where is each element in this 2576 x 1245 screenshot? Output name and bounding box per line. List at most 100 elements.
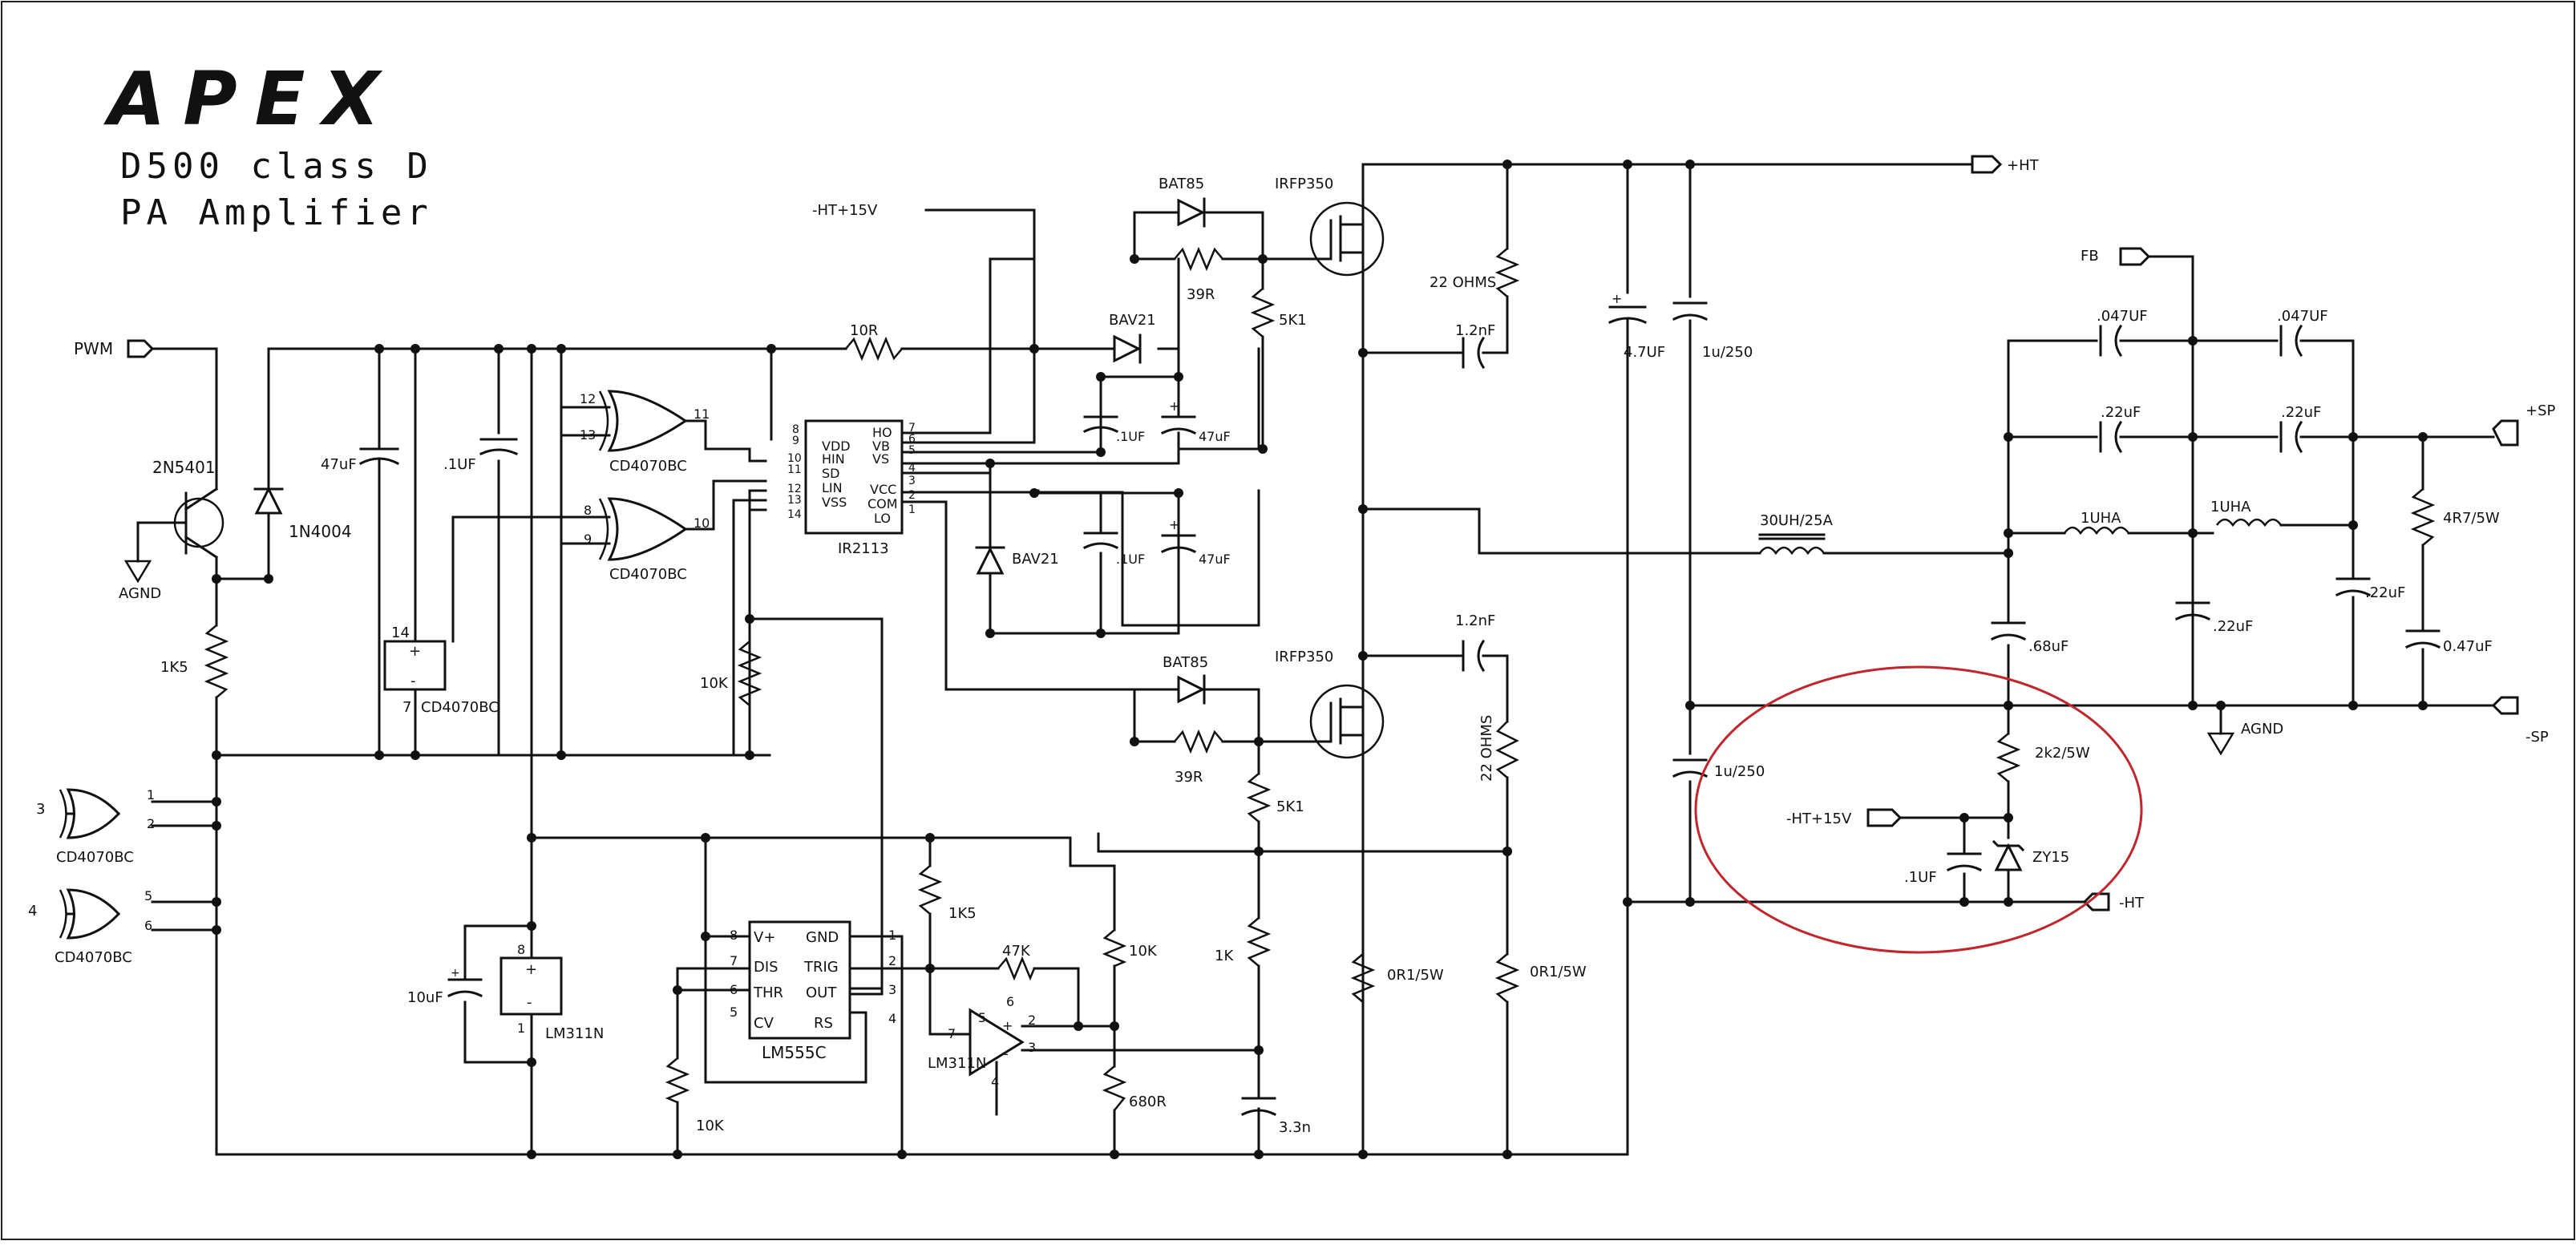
label-047-b: .047UF — [2277, 308, 2328, 325]
label-22-b: .22uF — [2281, 404, 2321, 421]
svg-text:VB: VB — [872, 439, 890, 454]
svg-text:1: 1 — [888, 928, 896, 943]
label-cd-pwr-7: 7 — [402, 699, 411, 716]
svg-text:+: + — [1002, 1018, 1013, 1033]
svg-text:1: 1 — [517, 1021, 525, 1036]
svg-text:-: - — [410, 673, 416, 689]
label-1uf-c: .1UF — [1116, 552, 1145, 567]
label-1uha-b: 1UHA — [2210, 499, 2251, 515]
label-0r1-b: 0R1/5W — [1530, 964, 1587, 980]
svg-text:+: + — [525, 961, 537, 978]
components: + - + + — [59, 155, 2519, 1124]
svg-text:10: 10 — [694, 515, 710, 531]
svg-text:+: + — [451, 967, 460, 980]
svg-text:SD: SD — [822, 466, 839, 481]
svg-text:4: 4 — [908, 462, 916, 475]
label-680r: 680R — [1129, 1093, 1167, 1110]
svg-text:HIN: HIN — [822, 451, 845, 467]
svg-text:6: 6 — [908, 433, 916, 446]
svg-text:+: + — [1169, 517, 1179, 532]
label-1n4004: 1N4004 — [289, 522, 352, 541]
svg-text:COM: COM — [867, 496, 898, 511]
title-line-2: PA Amplifier — [120, 192, 433, 233]
svg-text:VCC: VCC — [870, 482, 896, 497]
svg-text:CV: CV — [754, 1015, 774, 1032]
svg-text:5: 5 — [730, 1004, 738, 1020]
label-lm311-left: LM311N — [545, 1025, 604, 1042]
svg-text:14: 14 — [787, 508, 802, 521]
labels: PWM 2N5401 1N4004 AGND 1K5 47uF .1UF 14 … — [28, 157, 2556, 1136]
label-bat85-top: BAT85 — [1159, 176, 1204, 192]
label-minus-ht: -HT — [2119, 895, 2145, 912]
label-1uf-right: .1UF — [1904, 869, 1937, 886]
svg-text:TRIG: TRIG — [803, 959, 839, 976]
svg-text:DIS: DIS — [754, 959, 778, 976]
svg-text:+: + — [409, 643, 421, 660]
label-10k-mid: 10K — [700, 675, 729, 692]
svg-text:5: 5 — [144, 888, 152, 903]
label-ht15-right: -HT+15V — [1786, 810, 1852, 827]
label-47k: 47K — [1002, 943, 1031, 960]
label-22-a: .22uF — [2101, 404, 2141, 421]
label-1k5-left: 1K5 — [160, 659, 188, 676]
label-5k1-top: 5K1 — [1279, 312, 1307, 329]
label-22-c: .22uF — [2213, 618, 2253, 635]
label-cd-pwr-name: CD4070BC — [421, 699, 499, 716]
svg-text:6: 6 — [1006, 994, 1014, 1009]
label-cd-pwr-14: 14 — [391, 625, 410, 641]
label-39r-bot: 39R — [1175, 769, 1203, 786]
svg-text:7: 7 — [730, 953, 738, 968]
svg-text:2: 2 — [1028, 1013, 1036, 1028]
label-39r-top: 39R — [1187, 286, 1215, 303]
svg-text:2: 2 — [147, 816, 155, 831]
svg-text:12: 12 — [580, 391, 596, 406]
label-47uf-big: 4.7UF — [1624, 344, 1665, 361]
label-33n: 3.3n — [1279, 1119, 1311, 1136]
label-047uf: 0.47uF — [2443, 638, 2493, 655]
label-0r1-a: 0R1/5W — [1387, 967, 1444, 984]
brand-logo: APEX — [103, 56, 397, 142]
label-gate3: CD4070BC — [56, 849, 134, 866]
label-12nf-top: 1.2nF — [1455, 322, 1495, 339]
label-sp-minus: -SP — [2525, 729, 2549, 746]
label-zy15: ZY15 — [2032, 849, 2069, 866]
label-ht-plus: +HT — [2007, 157, 2040, 174]
label-22-ohms-bot: 22 OHMS — [1478, 715, 1495, 782]
svg-text:11: 11 — [694, 406, 710, 422]
svg-text:11: 11 — [787, 463, 802, 476]
svg-text:5: 5 — [908, 444, 916, 457]
label-sp-plus: +SP — [2525, 402, 2556, 419]
svg-text:13: 13 — [787, 494, 802, 507]
label-47uf-a: 47uF — [321, 456, 357, 473]
label-lm555: LM555C — [762, 1043, 827, 1062]
svg-text:7: 7 — [908, 422, 916, 435]
svg-text:2: 2 — [888, 953, 896, 968]
label-10uf: 10uF — [407, 989, 443, 1006]
title-line-1: D500 class D — [120, 146, 433, 187]
label-68uf: .68uF — [2028, 638, 2068, 655]
svg-text:4: 4 — [991, 1074, 999, 1089]
svg-text:+: + — [1169, 398, 1179, 414]
label-22-ohms-top: 22 OHMS — [1430, 274, 1496, 291]
svg-text:6: 6 — [144, 918, 152, 933]
label-bav21-top: BAV21 — [1109, 312, 1156, 329]
label-2n5401: 2N5401 — [152, 458, 216, 477]
label-1k: 1K — [1215, 948, 1234, 964]
label-30uh: 30UH/25A — [1760, 512, 1834, 529]
label-fb: FB — [2081, 248, 2099, 265]
svg-text:LIN: LIN — [822, 480, 843, 495]
svg-text:VDD: VDD — [822, 439, 851, 454]
svg-text:3: 3 — [36, 801, 45, 818]
svg-text:7: 7 — [948, 1026, 956, 1041]
svg-text:2: 2 — [908, 489, 916, 502]
svg-text:10: 10 — [787, 452, 802, 465]
label-10r: 10R — [850, 322, 878, 339]
label-pwm: PWM — [74, 339, 113, 358]
label-1uha-a: 1UHA — [2081, 510, 2121, 527]
svg-text:VSS: VSS — [822, 495, 847, 510]
label-ht15-top: -HT+15V — [812, 202, 878, 219]
label-12nf-bot: 1.2nF — [1455, 612, 1495, 629]
label-47uf-c: 47uF — [1199, 552, 1231, 567]
